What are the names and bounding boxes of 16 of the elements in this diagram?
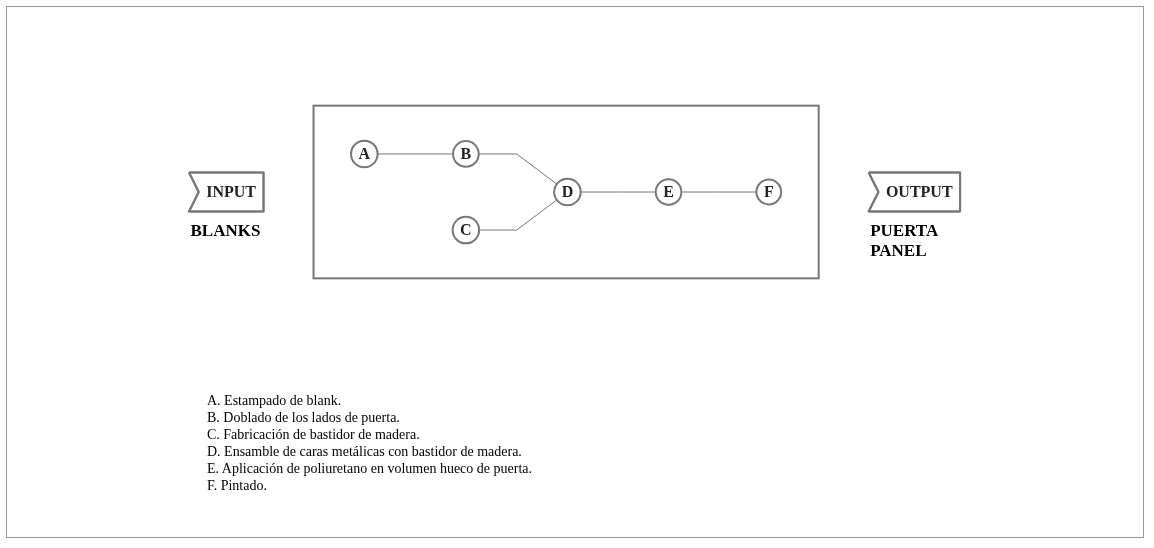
node-circle: F xyxy=(755,178,783,206)
legend-note: C. Fabricación de bastidor de madera. xyxy=(207,426,420,443)
node-circle: C xyxy=(452,215,481,245)
node-circle: A xyxy=(350,139,380,169)
legend-note: B. Doblado de los lados de puerta. xyxy=(207,409,400,426)
caption-text: PUERTA PANEL xyxy=(870,220,939,261)
legend-note: A. Estampado de blank. xyxy=(207,392,342,409)
caption-text: BLANKS xyxy=(190,220,262,241)
legend-note: E. Aplicación de poliuretano en volumen hueco de puerta. xyxy=(207,460,532,477)
legend-note: F. Pintado. xyxy=(207,477,267,494)
node-circle: B xyxy=(452,140,481,168)
cluster xyxy=(313,104,821,280)
legend-note: D. Ensamble de caras metálicas con bastidor de madera. xyxy=(207,443,522,460)
connector xyxy=(479,199,558,231)
node-circle: D xyxy=(553,177,583,207)
node-circle: E xyxy=(655,178,683,206)
